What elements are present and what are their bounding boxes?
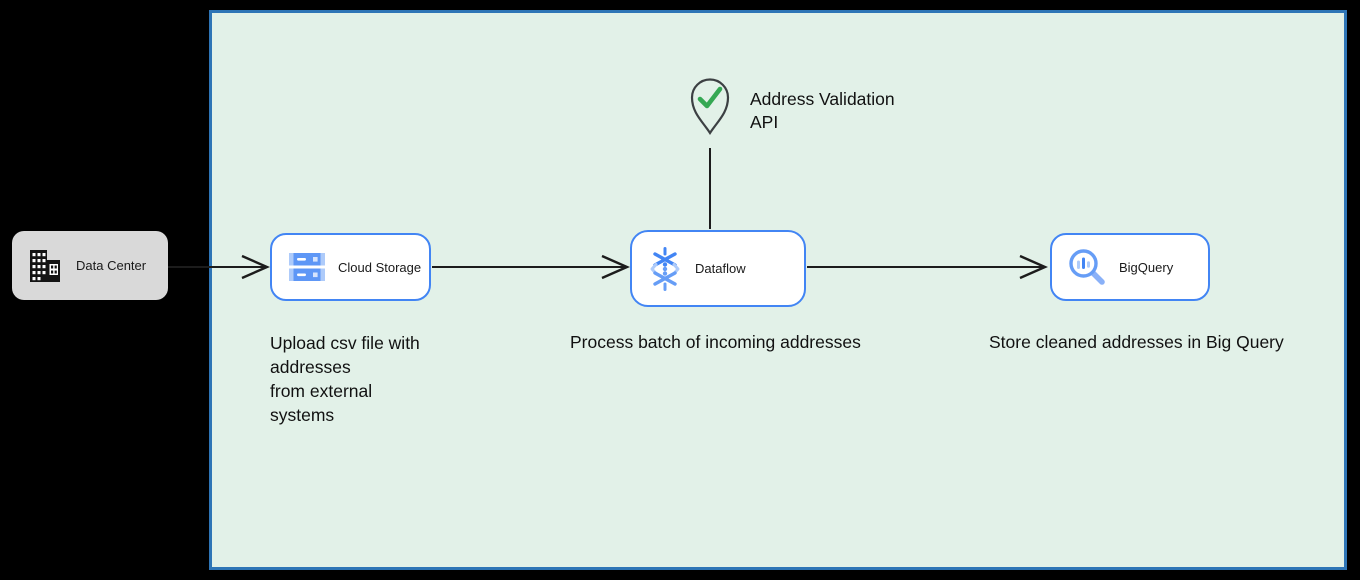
node-data-center[interactable]: Data Center xyxy=(12,231,168,300)
node-cloud-storage-label: Cloud Storage xyxy=(338,259,422,275)
dataflow-caption: Process batch of incoming addresses xyxy=(570,332,861,352)
building-icon xyxy=(30,249,60,282)
api-annotation: Address Validation API xyxy=(750,89,895,132)
node-dataflow[interactable]: Dataflow xyxy=(630,230,806,307)
cloud-storage-icon xyxy=(289,253,325,281)
dataflow-icon xyxy=(650,246,680,291)
node-bigquery[interactable]: BigQuery xyxy=(1050,233,1210,301)
map-pin-check-icon[interactable] xyxy=(688,76,732,136)
node-dataflow-label: Dataflow xyxy=(695,261,746,276)
node-data-center-label: Data Center xyxy=(76,258,147,273)
node-cloud-storage[interactable]: Cloud Storage xyxy=(270,233,431,301)
bigquery-caption: Store cleaned addresses in Big Query xyxy=(989,332,1284,352)
node-bigquery-label: BigQuery xyxy=(1119,259,1174,275)
bigquery-icon xyxy=(1069,249,1105,285)
cloud-storage-caption: Upload csv file with addresses from exte… xyxy=(270,333,420,425)
